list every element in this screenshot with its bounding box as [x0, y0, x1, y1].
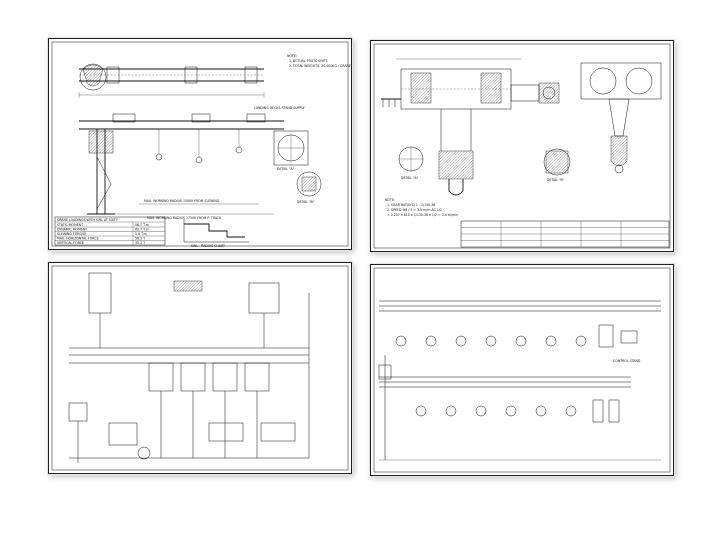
table-cell: DYNAMIC MOMENT — [57, 228, 87, 232]
table-cell: SLEWING TORQUE — [57, 232, 86, 236]
table-cell: 58.7 T.m — [135, 223, 149, 227]
note-line-2: 2. TOTAL WEIGHTS: 20,000KG / CRANE — [289, 64, 351, 68]
label-detail-b: DETAIL "B" — [547, 178, 565, 182]
swl-radius-graph — [183, 219, 249, 243]
motor-row-upper — [395, 324, 638, 348]
note-title: NOTE: — [385, 198, 395, 202]
detail-a-view — [273, 130, 322, 197]
drawing-sheet-hoist-trolley: DETAIL "A" DETAIL "B" NOTE: 1. GEAR RATI… — [370, 40, 674, 252]
label-detail-a: DETAIL "A" — [401, 176, 419, 180]
label-landing-supply: LANDING DECKS STAND SUPPLY — [254, 106, 305, 110]
drawing-sheet-hydraulic-schematic — [48, 262, 352, 474]
note-line-1: 1. ACTUAL POSTS SHIFT. — [289, 59, 328, 63]
table-cell: 5.8 T.m — [135, 232, 147, 236]
note-title: NOTE: — [287, 54, 297, 58]
wiring-bus — [379, 300, 661, 388]
note-line-2: 2. SPEED 9M / 5 = 3.5 m/m AC 1/2 — [387, 208, 442, 212]
drawing-sheet-electric-wiring: CONTROL STAND — [370, 264, 674, 476]
side-feed — [378, 355, 661, 461]
detail-circles — [398, 146, 571, 176]
loading-table: CRANE LOADINGS WITH SWL AT SIXTY STATIC … — [54, 216, 166, 246]
label-track-radius: MAX. WORKING RADIUS 17500 FROM P. TRACK — [147, 216, 222, 220]
crane-plan-view — [78, 63, 265, 98]
label-detail-b: DETAIL "B" — [297, 200, 315, 204]
schematic-lines — [68, 272, 310, 463]
trolley-end-view — [580, 62, 662, 174]
hoist-trolley-drawing: DETAIL "A" DETAIL "B" NOTE: 1. GEAR RATI… — [373, 43, 671, 249]
note-line-1: 1. GEAR RATIO(S) 1 : 1/130.36 — [387, 203, 435, 207]
hydraulic-schematic-drawing — [51, 265, 349, 471]
table-cell: VERTICAL FORCE — [57, 241, 84, 245]
table-cell: 35.2 T — [135, 241, 145, 245]
crane-layout-drawing: MAX. WORKING RADIUS 15000 FROM SLEWING M… — [51, 41, 351, 248]
title-block — [460, 220, 670, 248]
table-cell: MAX. HORIZONTAL FORCE — [57, 237, 99, 241]
notes-block: NOTE: 1. GEAR RATIO(S) 1 : 1/130.36 2. S… — [385, 198, 458, 217]
crane-elevation-view — [79, 113, 284, 215]
label-control-stand: CONTROL STAND — [613, 359, 641, 363]
table-cell: 69.7 T.m — [135, 228, 149, 232]
label-working-radius: MAX. WORKING RADIUS 15000 FROM SLEWING — [144, 199, 220, 203]
motor-row-lower — [415, 399, 620, 423]
table-cell: STATIC MOMENT — [57, 223, 83, 227]
notes-block: NOTE: 1. ACTUAL POSTS SHIFT. 2. TOTAL WE… — [287, 54, 351, 68]
drawing-sheet-crane-layout: MAX. WORKING RADIUS 15000 FROM SLEWING M… — [48, 38, 352, 250]
table-cell: 56.5 T — [135, 237, 145, 241]
label-graph: SWL - RADIUS CHART — [191, 244, 225, 248]
label-detail-a: DETAIL "A" — [277, 167, 295, 171]
electric-wiring-drawing: CONTROL STAND — [373, 267, 671, 473]
trolley-elevation — [381, 58, 560, 196]
note-line-3: = 0.257 x 810 x 1/130.36 x 1/2 = 3.4 m/m… — [387, 213, 458, 217]
table-title: CRANE LOADINGS WITH SWL AT SIXTY — [57, 218, 118, 222]
